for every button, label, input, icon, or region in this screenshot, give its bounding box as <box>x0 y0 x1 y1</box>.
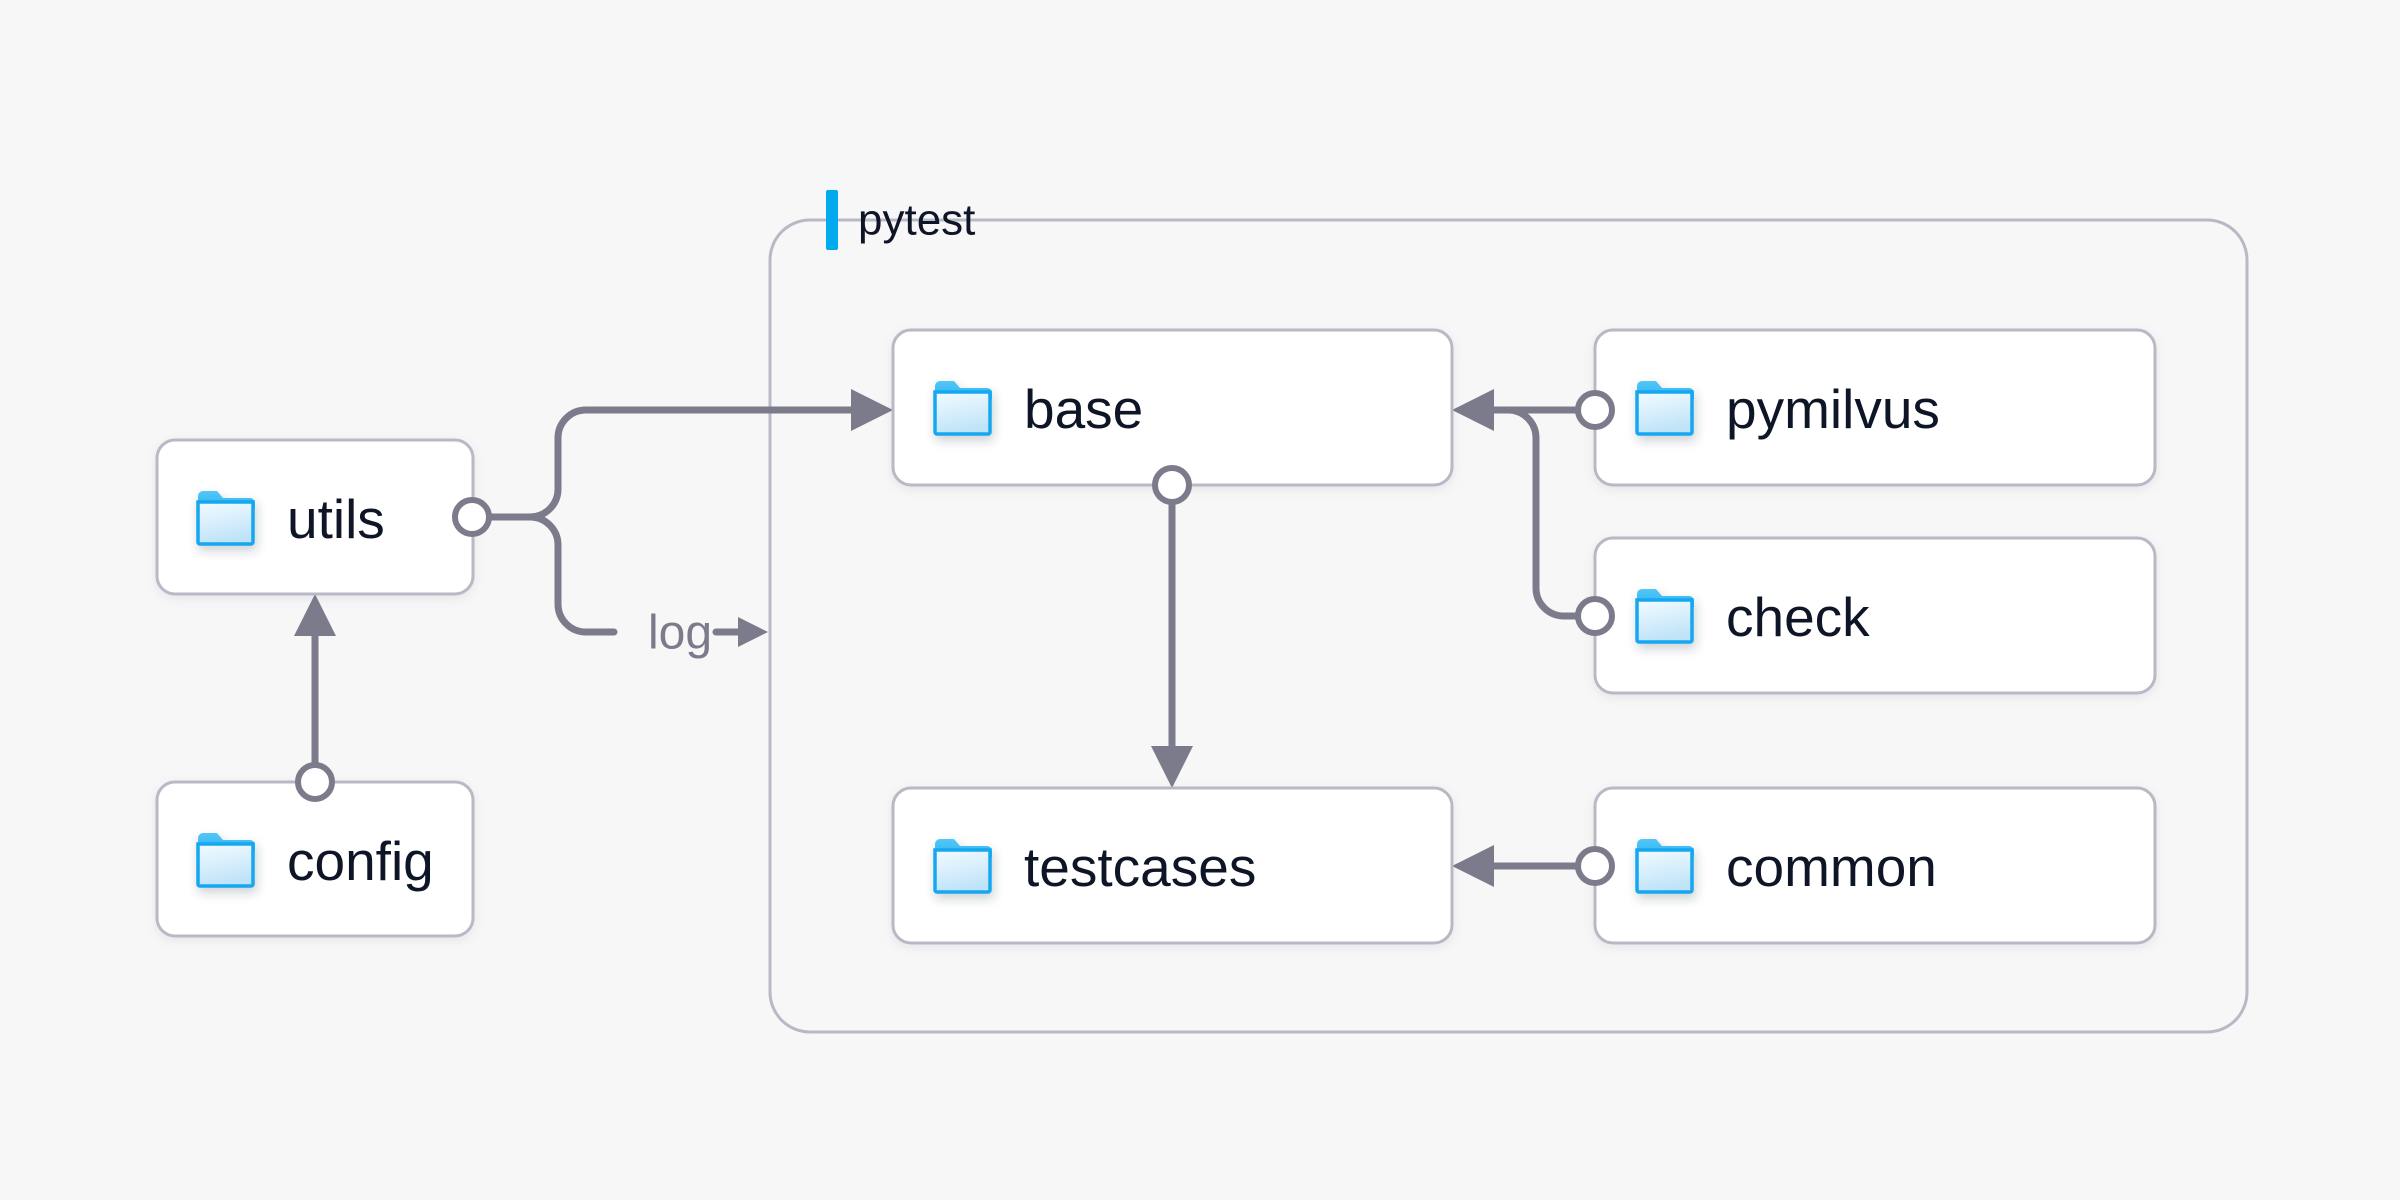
arrow-head-pymilvus-base <box>1452 389 1494 431</box>
node-config[interactable]: config <box>155 780 475 938</box>
edge-pymilvus-to-base[interactable] <box>1452 389 1599 431</box>
node-label-pymilvus: pymilvus <box>1726 378 1940 440</box>
node-testcases[interactable]: testcases <box>891 786 1454 945</box>
edge-utils-to-base[interactable] <box>468 389 893 521</box>
port-check-left[interactable] <box>1575 596 1615 636</box>
group-pytest[interactable]: pytest <box>768 190 2249 1034</box>
node-pymilvus[interactable]: pymilvus <box>1593 328 2157 487</box>
arrow-head-base-testcases <box>1151 746 1193 788</box>
edge-path-utils-base <box>468 406 859 521</box>
edge-config-to-utils[interactable] <box>294 594 336 786</box>
edge-utils-to-log[interactable]: log <box>526 513 768 660</box>
folder-icon <box>1635 839 1694 894</box>
port-config-top[interactable] <box>295 762 335 802</box>
arrow-head-log <box>738 617 768 647</box>
node-box-testcases <box>891 786 1454 945</box>
folder-icon <box>933 381 992 436</box>
arrow-head-common-testcases <box>1452 845 1494 887</box>
node-label-common: common <box>1726 836 1937 898</box>
port-pymilvus-left[interactable] <box>1575 390 1615 430</box>
node-common[interactable]: common <box>1593 786 2157 945</box>
node-label-utils: utils <box>287 488 385 550</box>
folder-icon <box>1635 589 1694 644</box>
node-label-base: base <box>1024 378 1143 440</box>
node-label-check: check <box>1726 586 1870 648</box>
node-check[interactable]: check <box>1593 536 2157 695</box>
edge-label-log: log <box>648 607 712 660</box>
edge-common-to-testcases[interactable] <box>1452 845 1599 887</box>
folder-icon <box>1635 381 1694 436</box>
folder-icon <box>933 839 992 894</box>
group-border-pytest <box>768 218 2249 1034</box>
edge-path-check-base <box>1486 406 1599 620</box>
port-base-bottom[interactable] <box>1152 465 1192 505</box>
edge-check-to-base[interactable] <box>1486 406 1599 620</box>
node-base[interactable]: base <box>891 328 1454 487</box>
edge-base-to-testcases[interactable] <box>1151 481 1193 788</box>
port-utils-right[interactable] <box>452 497 492 537</box>
edge-path-utils-log <box>526 513 618 636</box>
group-accent-bar <box>826 190 838 250</box>
node-label-testcases: testcases <box>1024 836 1256 898</box>
folder-icon <box>196 833 255 888</box>
port-common-left[interactable] <box>1575 846 1615 886</box>
node-label-config: config <box>287 830 434 892</box>
node-utils[interactable]: utils <box>155 438 475 596</box>
group-label-pytest: pytest <box>858 196 975 245</box>
arrow-head-utils-base <box>851 389 893 431</box>
folder-icon <box>196 491 255 546</box>
arrow-head-config-utils <box>294 594 336 636</box>
